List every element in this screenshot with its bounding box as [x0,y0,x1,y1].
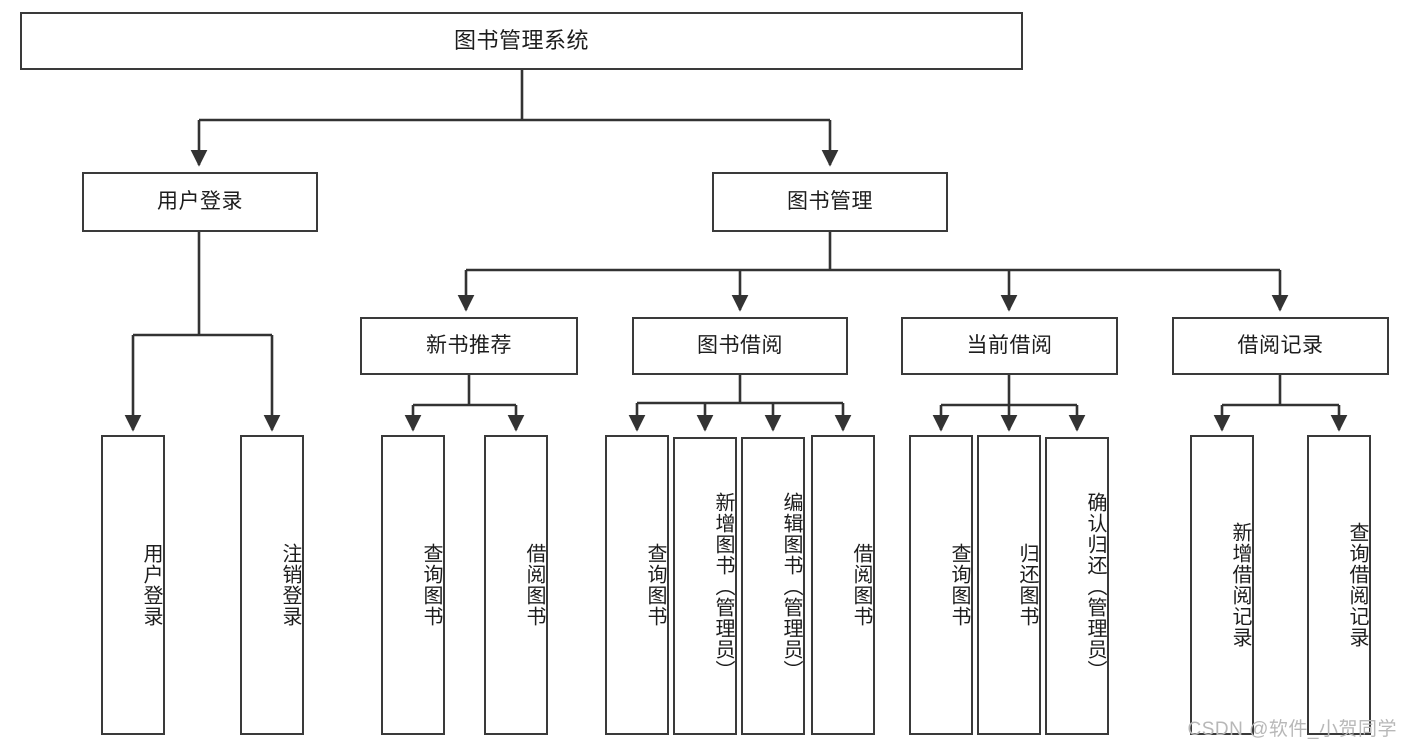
leaf-borrow-edit-book-admin[interactable]: 编辑图书（管理员） [741,437,805,735]
leaf-current-return-book[interactable]: 归还图书 [977,435,1041,735]
leaf-borrow-query-book[interactable]: 查询图书 [605,435,669,735]
leaf-user-login-signout-label: 注销登录 [279,543,301,627]
csdn-watermark: CSDN @软件_小贺同学 [1187,719,1397,740]
leaf-record-query-label: 查询借阅记录 [1346,522,1368,648]
node-user-login[interactable]: 用户登录 [82,172,318,232]
node-borrow-record[interactable]: 借阅记录 [1172,317,1389,375]
leaf-user-login-signin[interactable]: 用户登录 [101,435,165,735]
leaf-user-login-signin-label: 用户登录 [140,543,162,627]
leaf-new-book-query[interactable]: 查询图书 [381,435,445,735]
leaf-current-confirm-return-admin[interactable]: 确认归还（管理员） [1045,437,1109,735]
leaf-borrow-borrow-book[interactable]: 借阅图书 [811,435,875,735]
leaf-borrow-edit-book-admin-label: 编辑图书（管理员） [780,491,802,681]
node-book-borrow[interactable]: 图书借阅 [632,317,848,375]
node-borrow-record-label: 借阅记录 [1237,334,1324,358]
node-current-borrow-label: 当前借阅 [966,334,1053,358]
leaf-record-add-label: 新增借阅记录 [1229,522,1251,648]
leaf-current-return-book-label: 归还图书 [1016,543,1038,627]
leaf-record-query[interactable]: 查询借阅记录 [1307,435,1371,735]
node-book-management-label: 图书管理 [787,190,873,214]
node-user-login-label: 用户登录 [157,190,243,214]
leaf-new-book-borrow[interactable]: 借阅图书 [484,435,548,735]
node-root-label: 图书管理系统 [453,27,589,53]
leaf-record-add[interactable]: 新增借阅记录 [1190,435,1254,735]
leaf-new-book-query-label: 查询图书 [420,543,442,627]
leaf-current-query-book-label: 查询图书 [948,543,970,627]
leaf-borrow-add-book-admin-label: 新增图书（管理员） [712,491,734,681]
leaf-borrow-add-book-admin[interactable]: 新增图书（管理员） [673,437,737,735]
leaf-current-confirm-return-admin-label: 确认归还（管理员） [1084,491,1106,681]
node-book-borrow-label: 图书借阅 [697,334,783,358]
node-new-book-recommend[interactable]: 新书推荐 [360,317,578,375]
node-root-system[interactable]: 图书管理系统 [20,12,1023,70]
node-book-management[interactable]: 图书管理 [712,172,948,232]
leaf-user-login-signout[interactable]: 注销登录 [240,435,304,735]
leaf-borrow-borrow-book-label: 借阅图书 [850,543,872,627]
leaf-borrow-query-book-label: 查询图书 [644,543,666,627]
leaf-new-book-borrow-label: 借阅图书 [523,543,545,627]
leaf-current-query-book[interactable]: 查询图书 [909,435,973,735]
node-current-borrow[interactable]: 当前借阅 [901,317,1118,375]
node-new-book-recommend-label: 新书推荐 [426,334,512,358]
